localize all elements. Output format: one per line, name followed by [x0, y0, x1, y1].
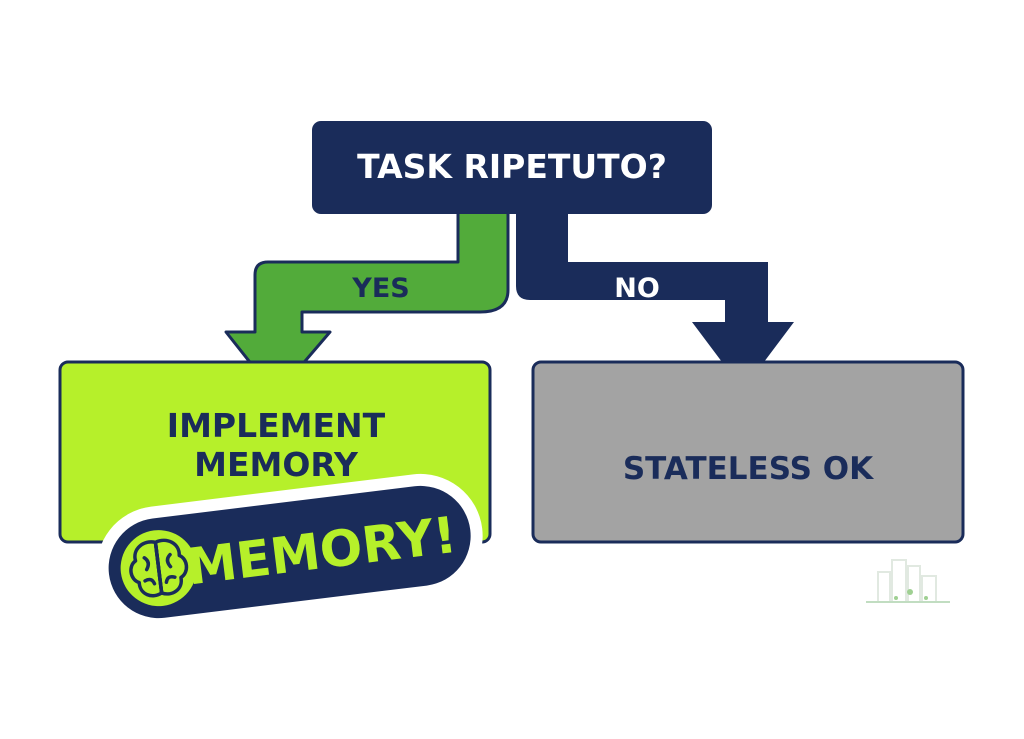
no-branch-arrow — [516, 205, 794, 390]
yes-outcome-line1: IMPLEMENT — [167, 406, 386, 445]
decision-box — [312, 121, 712, 214]
no-outcome-box — [531, 360, 965, 544]
sticker-body — [108, 485, 471, 619]
brain-icon — [129, 538, 189, 598]
yes-label: YES — [351, 273, 409, 304]
memory-sticker: MEMORY! — [96, 473, 483, 631]
no-label: NO — [614, 273, 660, 304]
city-skyline-logo-icon — [866, 559, 950, 603]
yes-outcome-line2: MEMORY — [194, 445, 359, 484]
decision-question: TASK RIPETUTO? — [357, 147, 667, 186]
no-outcome-node: STATELESS OK — [531, 360, 965, 544]
no-outcome-text: STATELESS OK — [623, 451, 874, 487]
decision-node: TASK RIPETUTO? — [312, 121, 712, 214]
